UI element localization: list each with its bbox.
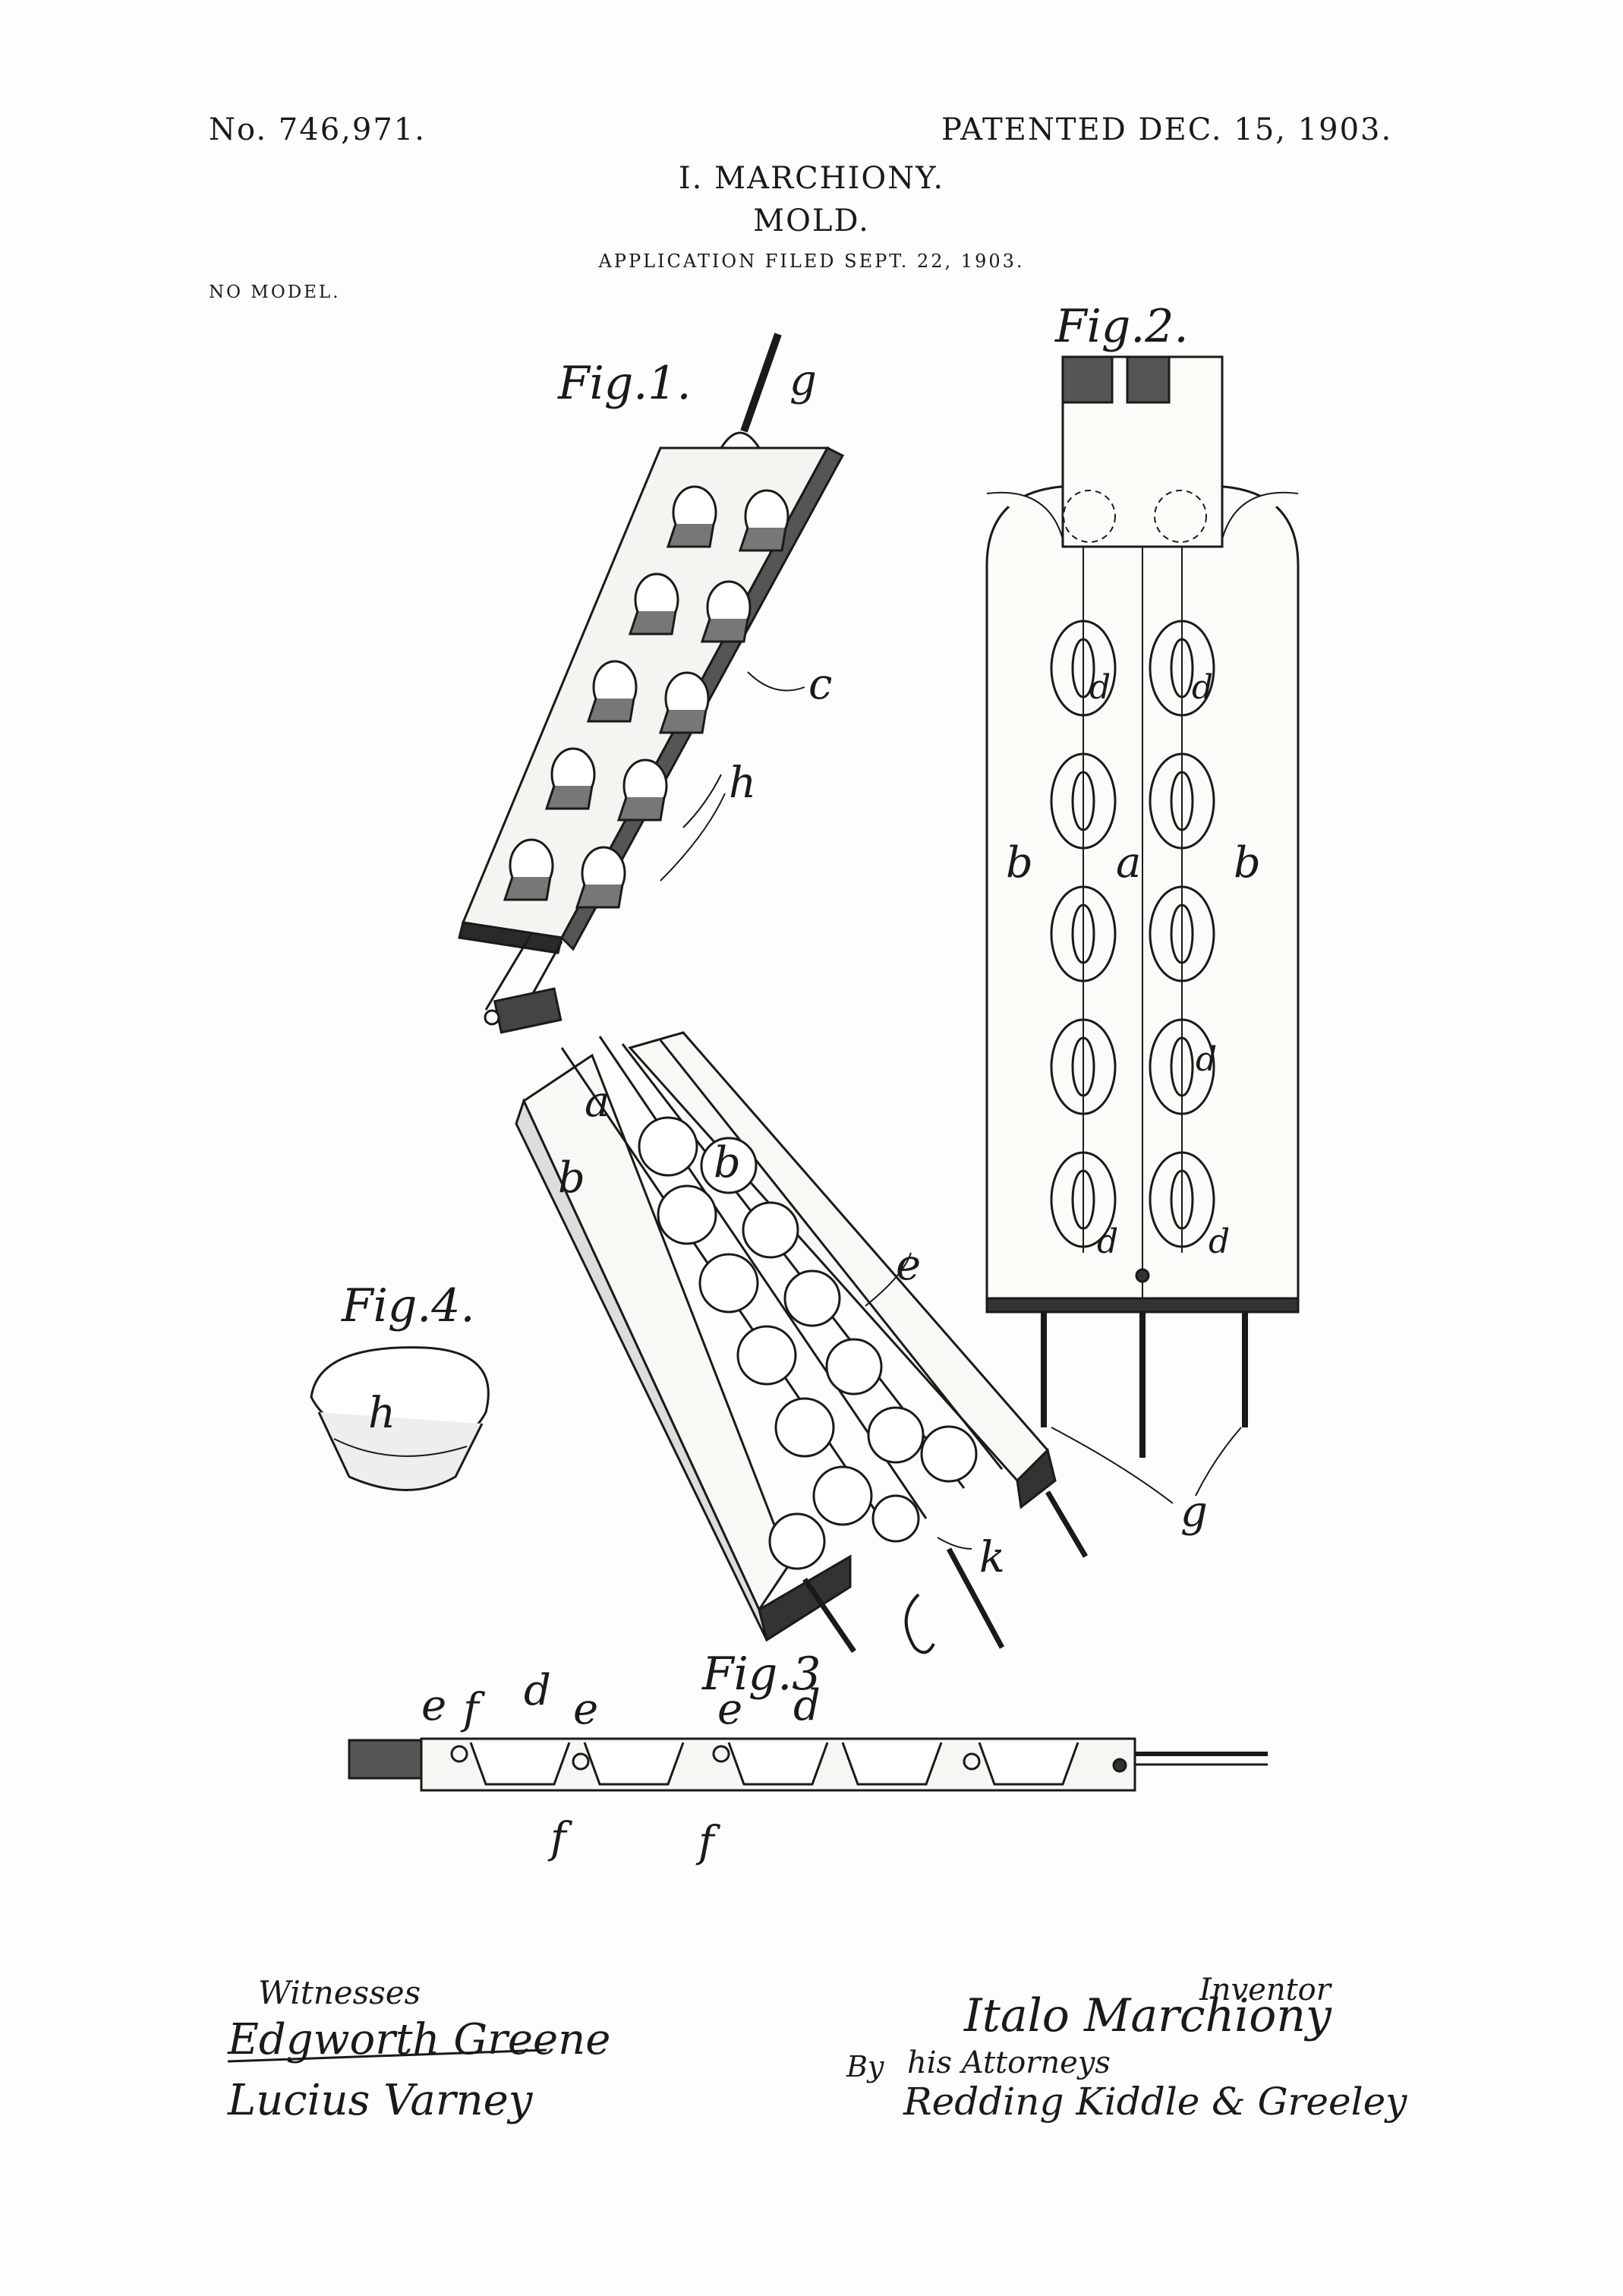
ref-d-fig2-5: d <box>1209 1222 1230 1261</box>
fig2-mold-body <box>985 355 1300 1314</box>
ref-a-fig2: a <box>1116 838 1141 888</box>
ref-b-fig2-right: b <box>1234 838 1261 888</box>
ref-d-fig2-4: d <box>1097 1222 1118 1261</box>
witness-1-signature: Edgworth Greene <box>227 2015 610 2064</box>
ref-h-fig4: h <box>368 1389 396 1438</box>
fig1-upper-plate <box>458 333 845 1011</box>
fig4-title: Fig.4. <box>341 1279 475 1332</box>
ref-k: k <box>979 1533 1005 1582</box>
fig3-title: Fig.3 <box>701 1648 821 1701</box>
ref-h-fig1: h <box>729 758 756 808</box>
attorneys-signature: Redding Kiddle & Greeley <box>903 2080 1407 2124</box>
ref-g-fig2: g <box>1180 1487 1208 1537</box>
inventor-signature: Italo Marchiony <box>963 1989 1332 2042</box>
model-note: NO MODEL. <box>209 282 341 302</box>
fig2-rods <box>1041 1312 1248 1504</box>
attorneys-label: his Attorneys <box>907 2045 1111 2080</box>
fig1-hinge <box>484 987 563 1034</box>
fig4-cone <box>310 1346 490 1491</box>
inventor-label: Inventor <box>1199 1973 1331 2007</box>
ref-d-fig3-2: d <box>793 1681 821 1730</box>
ref-d-fig2-3: d <box>1196 1040 1217 1079</box>
ref-d-fig2-2: d <box>1192 668 1213 707</box>
ref-e-fig1: e <box>896 1241 921 1290</box>
reference-letters: g c h a b b e k h d d b a b d d d g e f … <box>368 356 1261 1867</box>
application-filed: APPLICATION FILED SEPT. 22, 1903. <box>598 251 1025 272</box>
fig2-cavities <box>1050 547 1215 1253</box>
fig1-title: Fig.1. <box>557 357 692 410</box>
figure-titles: Fig.1. Fig.2. Fig.3 Fig.4. <box>341 300 1189 1701</box>
witnesses-label: Witnesses <box>258 1974 421 2011</box>
ref-e-fig3-3: e <box>717 1685 742 1734</box>
patent-date: PATENTED DEC. 15, 1903. <box>941 112 1393 147</box>
witness-underline <box>227 2048 547 2063</box>
ref-a-fig1: a <box>585 1077 610 1127</box>
witness-2-signature: Lucius Varney <box>227 2076 534 2125</box>
fig2-title: Fig.2. <box>1054 300 1189 353</box>
patent-number: No. 746,971. <box>209 112 426 147</box>
ref-d-fig3-1: d <box>524 1666 551 1715</box>
ref-b-fig1-right: b <box>714 1138 741 1187</box>
ref-f-fig3-2: f <box>547 1814 573 1863</box>
signatures: Edgworth Greene Lucius Varney Italo Marc… <box>227 1989 1407 2125</box>
ref-e-fig3-2: e <box>573 1685 598 1734</box>
invention-title: MOLD. <box>753 203 870 238</box>
fig3-section <box>348 1737 1268 1792</box>
ref-f-fig3-1: f <box>460 1685 486 1734</box>
ref-b-fig1-left: b <box>558 1153 585 1203</box>
fig1-cones <box>503 485 789 909</box>
ref-c: c <box>808 660 832 709</box>
ref-e-fig3-1: e <box>421 1681 446 1730</box>
leader-lines <box>660 671 972 1550</box>
fig1-rods <box>802 1490 1089 1654</box>
ref-b-fig2-left: b <box>1006 838 1033 888</box>
ref-f-fig3-3: f <box>695 1818 721 1867</box>
ref-d-fig2-1: d <box>1089 668 1111 707</box>
inventor-name: I. MARCHIONY. <box>678 161 945 196</box>
ref-g-fig1: g <box>789 356 817 405</box>
fig1-cups <box>638 1116 978 1570</box>
by-label: By <box>846 2050 884 2083</box>
